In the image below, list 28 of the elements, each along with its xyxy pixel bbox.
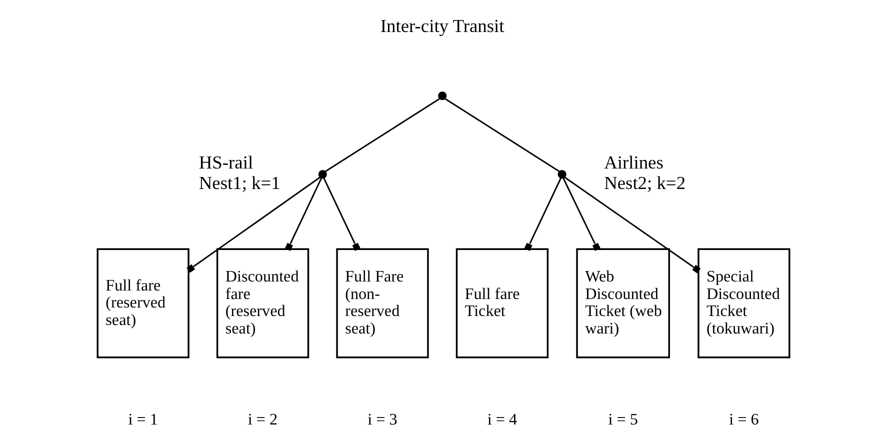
node-label: Nest1; k=1: [198, 173, 280, 194]
node-label: i = 2: [247, 411, 278, 428]
node-box: Web Discounted Ticket (web wari): [576, 248, 670, 358]
node-box: Special Discounted Ticket (tokuwari): [697, 248, 790, 358]
connector: [524, 178, 561, 251]
connector: [186, 176, 320, 273]
node-circle: [557, 170, 566, 179]
node-label: i = 6: [728, 411, 758, 428]
node-label: HS-rail: [198, 152, 253, 172]
connector: [444, 98, 560, 172]
connector: [322, 178, 360, 251]
node-label: Inter-city Transit: [380, 16, 504, 36]
node-label: i = 3: [367, 411, 397, 428]
node-box: Full fare (reserved seat): [96, 248, 189, 358]
connector: [564, 176, 700, 274]
node-circle: [438, 92, 446, 100]
node-label: Nest2; k=2: [604, 173, 686, 194]
connector: [284, 178, 322, 251]
node-circle: [318, 170, 326, 179]
node-box: Full fare Ticket: [455, 248, 548, 358]
node-label: i = 4: [486, 411, 517, 428]
node-box: Discounted fare (reserved seat): [216, 248, 309, 358]
node-label: Airlines: [604, 152, 663, 172]
connector: [324, 98, 440, 172]
node-label: i = 1: [128, 411, 158, 428]
connector: [562, 178, 600, 251]
node-label: i = 5: [608, 411, 638, 428]
node-box: Full Fare (non-reserved seat): [336, 248, 428, 358]
